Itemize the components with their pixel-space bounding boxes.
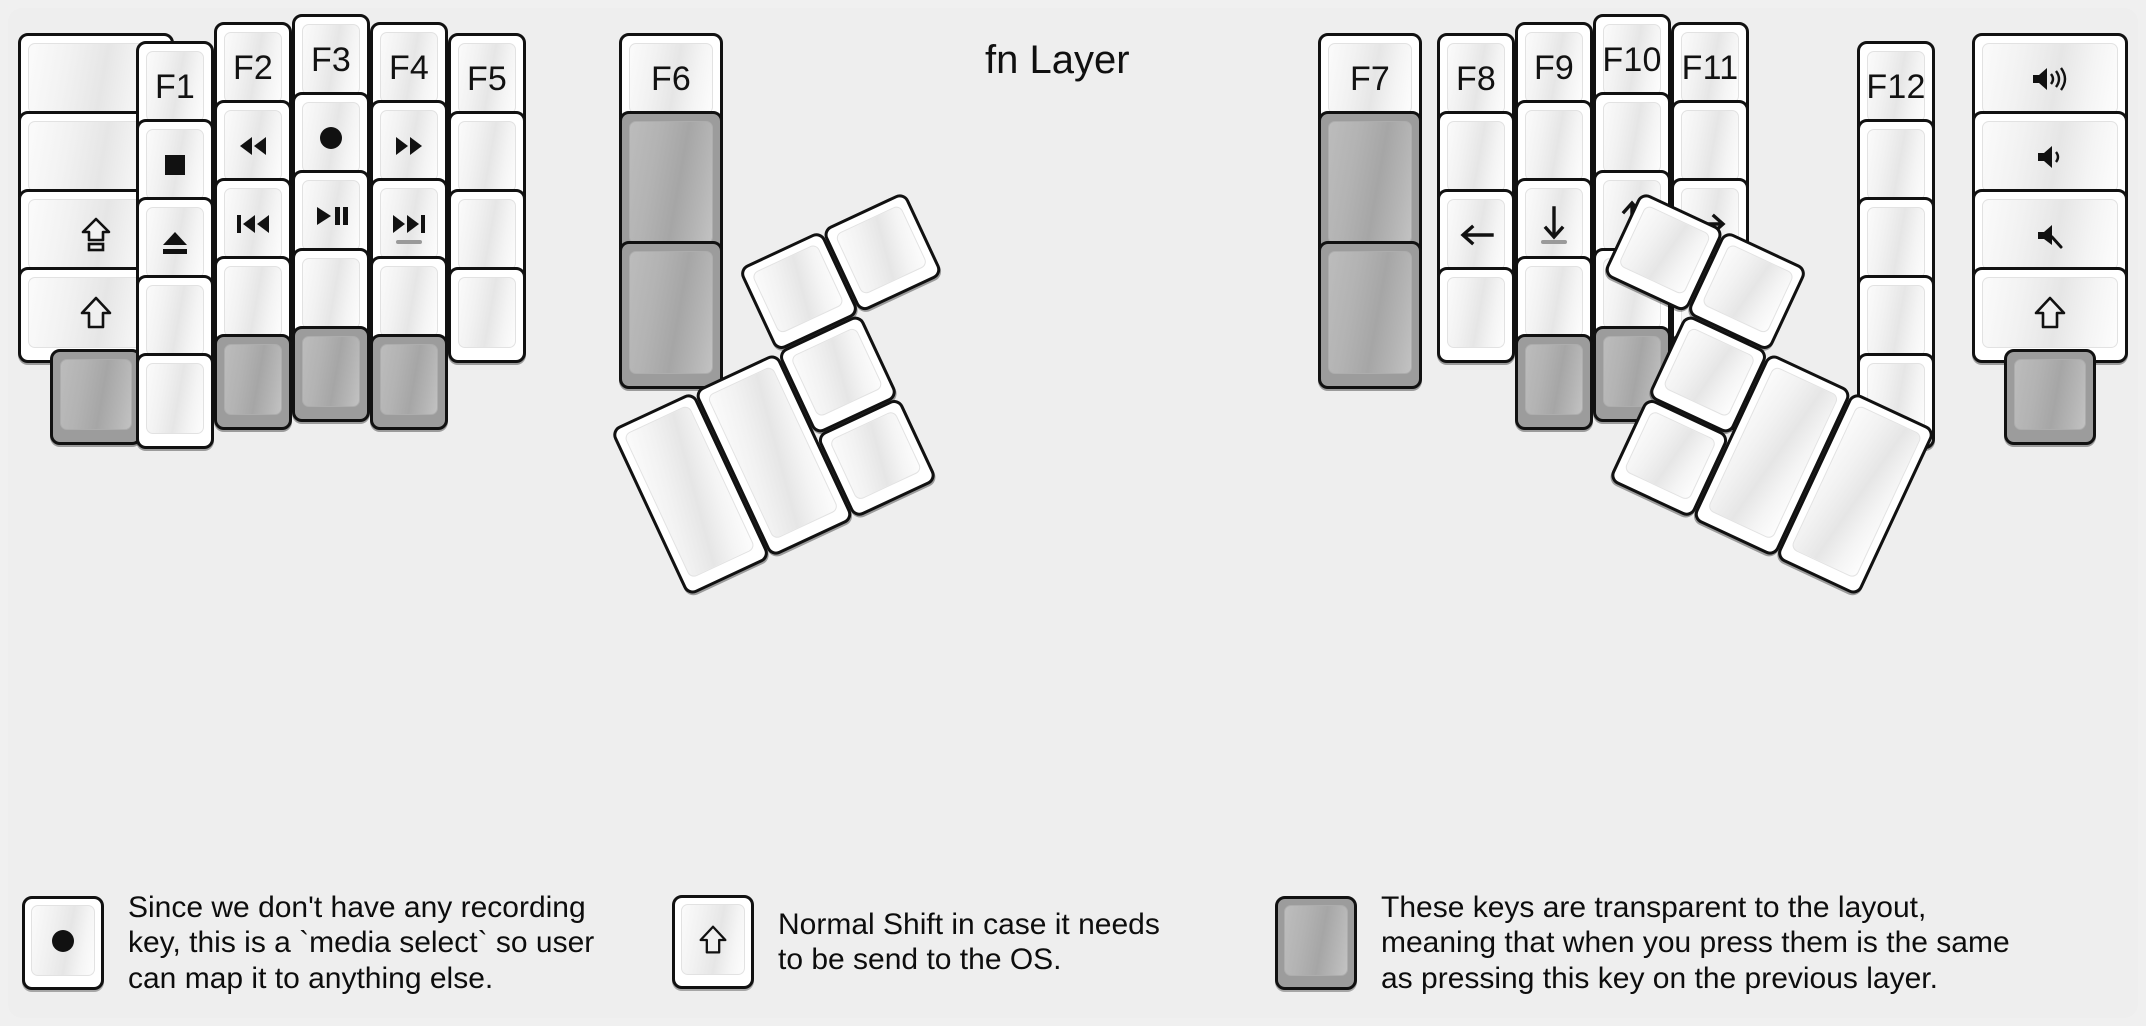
media-prev-track-icon (237, 214, 269, 233)
key-left-c2-r4-transparent[interactable] (214, 334, 292, 430)
legend-text-record: Since we don't have any recording key, t… (128, 891, 595, 995)
key-right-c1-r3[interactable] (1437, 267, 1515, 363)
key-label: F3 (310, 40, 352, 79)
key-right-c2-r4-transparent[interactable] (1515, 334, 1593, 430)
legend-item-transparent: These keys are transparent to the layout… (1275, 890, 2135, 996)
shift-icon (699, 925, 727, 953)
key-label: F10 (1602, 40, 1662, 79)
key-right-c0-r1-transparent[interactable] (1318, 111, 1422, 259)
legend-key-transparent (1275, 896, 1357, 991)
arrow-left-icon (1460, 224, 1494, 245)
media-eject-icon (163, 231, 187, 254)
homing-bar (396, 240, 422, 244)
media-record-icon (320, 126, 342, 149)
key-label: F11 (1681, 48, 1739, 87)
key-label: F5 (466, 59, 508, 98)
media-record-icon (52, 929, 74, 952)
key-label: F12 (1866, 67, 1926, 106)
arrow-down-icon (1543, 205, 1565, 240)
media-rewind-icon (240, 136, 266, 155)
legend-key-shift (672, 895, 754, 989)
key-right-c0-r2-transparent[interactable] (1318, 241, 1422, 389)
volume-mute-icon (2038, 224, 2063, 248)
key-left-c4-r4-transparent[interactable] (370, 334, 448, 430)
legend-item-shift: Normal Shift in case it needs to be send… (672, 895, 1192, 989)
legend-key-record (22, 896, 104, 991)
shift-icon (2034, 296, 2066, 328)
key-label: F2 (232, 48, 274, 87)
media-stop-icon (165, 154, 185, 175)
key-left-c1-r4[interactable] (136, 353, 214, 449)
legend-text-shift: Normal Shift in case it needs to be send… (778, 907, 1160, 976)
key-left-c5-r3[interactable] (448, 267, 526, 363)
volume-down-icon (2038, 145, 2060, 168)
key-label: F9 (1533, 48, 1575, 87)
legend-text-transparent: These keys are transparent to the layout… (1381, 891, 2010, 995)
media-fast-forward-icon (396, 136, 422, 155)
media-next-track-icon (393, 214, 425, 233)
key-left-c3-r4-transparent[interactable] (292, 326, 370, 422)
key-label: F1 (154, 67, 196, 106)
media-play-pause-icon (317, 206, 348, 225)
key-right-c6-r2[interactable] (1972, 189, 2128, 285)
shift-icon (80, 296, 112, 328)
homing-bar (1541, 240, 1567, 244)
legend-item-record: Since we don't have any recording key, t… (22, 890, 662, 996)
key-left-c3-r3[interactable] (292, 248, 370, 344)
key-right-c1-r1[interactable] (1437, 111, 1515, 207)
volume-up-icon (2033, 66, 2067, 91)
key-left-c0-r4-transparent[interactable] (50, 349, 142, 445)
key-left-c6-r2-transparent[interactable] (619, 241, 723, 389)
key-left-c6-r1-transparent[interactable] (619, 111, 723, 259)
key-label: F4 (388, 48, 430, 87)
key-label: F7 (1349, 59, 1391, 98)
key-label: F6 (650, 59, 692, 98)
key-label: F8 (1455, 59, 1497, 98)
page-title: fn Layer (985, 38, 1130, 82)
caps-lock-icon (81, 217, 111, 251)
key-right-c6-r4-transparent[interactable] (2004, 349, 2096, 445)
